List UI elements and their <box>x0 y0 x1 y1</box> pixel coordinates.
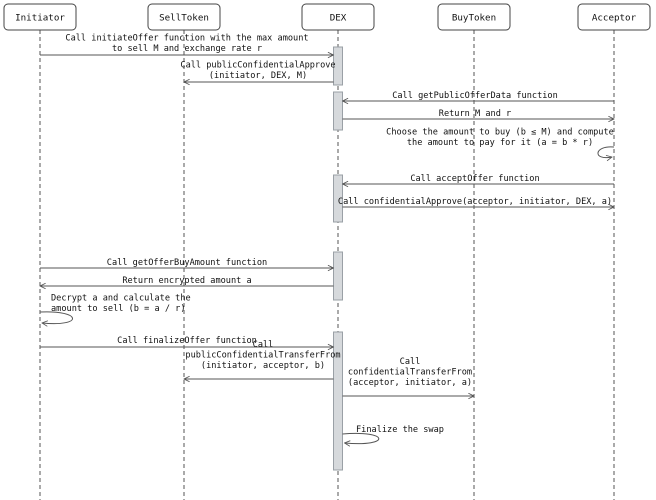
activation-bar-4 <box>333 251 343 301</box>
message-label-line: Call publicConfidentialApprove <box>180 61 335 71</box>
message-label-line: Call getPublicOfferData function <box>392 91 558 101</box>
participant-label: BuyToken <box>452 13 496 24</box>
participant-label: SellToken <box>159 13 209 24</box>
participant-buytoken: BuyToken <box>437 3 511 31</box>
participant-box <box>577 3 651 31</box>
message-11: Call finalizeOffer function <box>40 336 334 347</box>
message-6: Call acceptOffer function <box>343 174 614 184</box>
participant-box <box>437 3 511 31</box>
participant-box <box>147 3 221 31</box>
activation-bar-2 <box>333 91 343 131</box>
message-label-line: Call confidentialApprove(acceptor, initi… <box>338 197 612 207</box>
message-4: Return M and r <box>342 109 615 119</box>
message-label-line: (initiator, acceptor, b) <box>201 361 325 371</box>
message-8: Call getOfferBuyAmount function <box>40 258 334 268</box>
activation-bar-5 <box>333 331 343 471</box>
participant-box <box>3 3 77 31</box>
message-label-line: Decrypt a and calculate the <box>51 294 191 304</box>
participant-dex: DEX <box>301 3 375 31</box>
message-label-line: confidentialTransferFrom <box>348 368 472 378</box>
activation-bar-1 <box>333 46 343 86</box>
self-message-arrow <box>342 432 380 443</box>
message-label-line: Call finalizeOffer function <box>117 336 257 346</box>
message-label-line: Call initiateOffer function with the max… <box>65 34 308 44</box>
participant-label: DEX <box>330 13 347 24</box>
participant-label: Initiator <box>15 13 65 24</box>
message-label-line: Return encrypted amount a <box>122 276 251 286</box>
message-1: Call initiateOffer function with the max… <box>40 34 334 56</box>
participant-initiator: Initiator <box>3 3 77 31</box>
message-7: Call confidentialApprove(acceptor, initi… <box>338 197 614 207</box>
message-9: Return encrypted amount a <box>40 276 334 286</box>
message-label-line: (initiator, DEX, M) <box>209 71 307 81</box>
message-label-line: Choose the amount to buy (b ≤ M) and com… <box>386 128 614 138</box>
message-3: Call getPublicOfferData function <box>343 91 614 101</box>
participant-label: Acceptor <box>592 13 637 24</box>
message-5: Choose the amount to buy (b ≤ M) and com… <box>386 128 615 158</box>
activation-bar-3 <box>333 174 343 223</box>
message-label-line: (acceptor, initiator, a) <box>348 378 472 388</box>
self-message-arrow <box>39 311 73 324</box>
message-label-line: Call <box>400 357 421 367</box>
participant-acceptor: Acceptor <box>577 3 651 31</box>
participant-box <box>301 3 375 31</box>
message-label-line: Call <box>253 340 274 350</box>
participant-selltoken: SellToken <box>147 3 221 31</box>
message-label-line: Call acceptOffer function <box>410 174 539 184</box>
message-label-line: Return M and r <box>439 109 511 119</box>
message-label-line: Call getOfferBuyAmount function <box>107 258 267 268</box>
message-12: CallpublicConfidentialTransferFrom(initi… <box>184 340 341 379</box>
self-message-arrow <box>597 146 615 158</box>
message-label-line: publicConfidentialTransferFrom <box>185 351 340 361</box>
message-label-line: Finalize the swap <box>356 425 444 435</box>
message-label-line: the amount to pay for it (a = b * r) <box>407 138 593 148</box>
message-2: Call publicConfidentialApprove(initiator… <box>180 61 336 83</box>
message-14: Finalize the swap <box>342 425 444 444</box>
message-label-line: to sell M and exchange rate r <box>112 44 262 54</box>
message-label-line: amount to sell (b = a / r) <box>51 304 186 314</box>
